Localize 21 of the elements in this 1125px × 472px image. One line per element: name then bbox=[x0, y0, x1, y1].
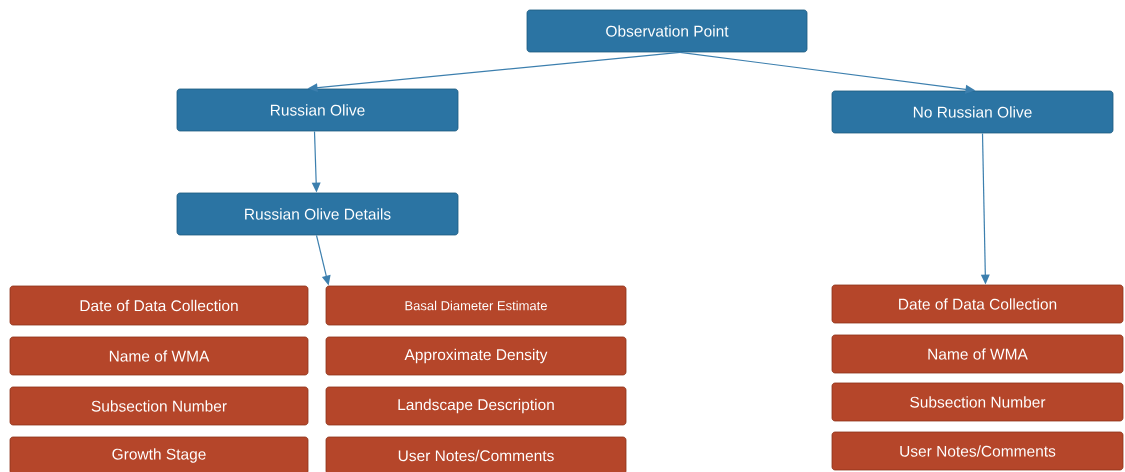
field-box: Growth Stage bbox=[9, 436, 309, 472]
field-box: Basal Diameter Estimate bbox=[325, 285, 627, 326]
process-box: Russian Olive Details bbox=[176, 192, 459, 236]
field-box: Date of Data Collection bbox=[9, 285, 309, 326]
field-box: Date of Data Collection bbox=[831, 284, 1124, 324]
arrow bbox=[307, 51, 681, 93]
field-box: Subsection Number bbox=[9, 386, 309, 426]
process-box: No Russian Olive bbox=[831, 90, 1114, 134]
arrow bbox=[980, 132, 990, 285]
process-box: Observation Point bbox=[526, 9, 808, 53]
field-box: Name of WMA bbox=[831, 334, 1124, 374]
arrow bbox=[315, 234, 331, 286]
arrow bbox=[311, 130, 321, 193]
field-box: Landscape Description bbox=[325, 386, 627, 426]
field-box: User Notes/Comments bbox=[325, 436, 627, 472]
field-box: Subsection Number bbox=[831, 382, 1124, 422]
process-box: Russian Olive bbox=[176, 88, 459, 132]
field-box: Name of WMA bbox=[9, 336, 309, 376]
arrow bbox=[679, 51, 976, 94]
field-box: User Notes/Comments bbox=[831, 431, 1124, 471]
field-box: Approximate Density bbox=[325, 336, 627, 376]
